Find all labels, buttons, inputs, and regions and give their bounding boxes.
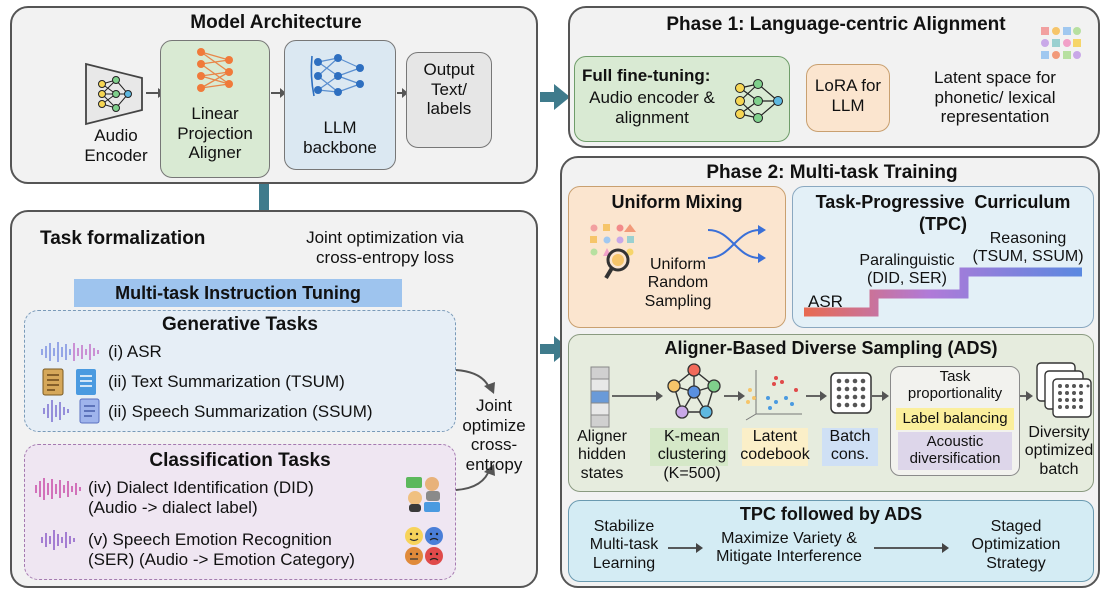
ads-label-balancing: Label balancing [902,410,1008,427]
step-stabilize: Stabilize Multi-task Learning [589,518,659,572]
llm-network-icon [310,54,364,97]
tpc-title: Task-Progressive Curriculum (TPC) [815,192,1071,234]
batch-highlight [822,428,878,466]
step-maximize: Maximize Variety & Mitigate Interference [716,530,862,566]
phase1-title: Phase 1: Language-centric Alignment [666,14,1006,35]
sampling-dots-icon [590,224,636,280]
tpc-ads-box [568,500,1094,582]
ads-task-proportionality: Task proportionality [907,368,1003,403]
arrow-ads-1 [612,391,663,401]
scatter-icon [745,370,802,421]
ads-hidden-states-label: Aligner hidden states [577,428,627,482]
multi-task-instruction-tuning-banner [74,279,402,307]
shuffle-icon [707,225,766,263]
full-fine-tuning-text: Audio encoder & alignment [589,88,715,127]
arrow-ads-2 [724,391,745,401]
llm-backbone-label: LLM backbone [303,118,377,157]
ads-title: Aligner-Based Diverse Sampling (ADS) [664,338,998,358]
arrow-step-1 [668,543,703,553]
speech-document-icon [43,398,100,424]
lora-label: LoRA for LLM [814,76,882,115]
waveform-icon [41,530,75,550]
waveform-icon [41,342,99,362]
kmean-highlight [650,428,728,466]
ads-acoustic-diversification: Acoustic diversification [909,433,1001,468]
ads-codebook-label: Latent codebook [740,428,810,464]
gen-task-ssum: (ii) Speech Summarization (SSUM) [108,402,373,421]
arrow-ads-4 [872,391,889,401]
joint-optimization-text: Joint optimization via cross-entropy los… [306,228,464,267]
task-formalization-title: Task formalization [40,228,206,249]
gen-task-tsum: (ii) Text Summarization (TSUM) [108,372,345,391]
phase2-title: Phase 2: Multi-task Training [706,162,958,183]
emotion-faces-icon [405,527,443,565]
latent-space-text: Latent space for phonetic/ lexical repre… [934,68,1056,127]
gen-task-asr: (i) ASR [108,342,162,361]
cls-task-ser: (v) Speech Emotion Recognition (SER) (Au… [88,530,355,569]
audio-encoder-icon [85,62,143,126]
llm-backbone-box [284,40,396,170]
arrow-aligner-to-llm [271,88,286,98]
linear-projection-aligner-box [160,40,270,178]
ads-kmean-label: K-mean clustering (K=500) [657,428,727,482]
tpc-reasoning-label: Reasoning (TSUM, SSUM) [972,230,1084,266]
classification-tasks-title: Classification Tasks [149,450,331,471]
model-architecture-title: Model Architecture [190,12,362,33]
waveform-icon [17,79,75,109]
lora-box [806,64,890,132]
grid-shapes-icon [1041,27,1081,59]
network-icon [735,79,783,123]
curriculum-staircase [804,267,1082,317]
stacked-batches-icon [1036,362,1092,418]
label-balancing-highlight [896,408,1014,430]
arrow-llm-to-output [397,88,408,98]
ads-output-label: Diversity optimized batch [1024,424,1094,478]
tpc-asr-label: ASR [808,292,843,311]
batch-grid-icon [830,372,872,414]
people-chat-icon [406,477,440,512]
aligner-label: Linear Projection Aligner [177,104,253,163]
tpc-box [792,186,1094,328]
codebook-highlight [742,428,808,466]
arrow-arch-to-phase1 [540,84,570,110]
tpc-ads-title: TPC followed by ADS [739,504,923,524]
tpc-paralinguistic-label: Paralinguistic (DID, SER) [859,252,955,288]
generative-tasks-title: Generative Tasks [162,314,318,335]
audio-encoder-label: Audio Encoder [84,126,148,165]
document-icon [42,368,96,396]
aligner-network-icon [197,48,233,92]
arrow-ads-5 [1020,391,1033,401]
acoustic-highlight [898,432,1012,470]
arrow-ads-3 [806,391,827,401]
clustering-icon [667,363,721,419]
output-label: Output Text/ labels [423,60,475,119]
uniform-mixing-title: Uniform Mixing [611,192,743,212]
multi-task-instruction-tuning-label: Multi-task Instruction Tuning [115,283,361,303]
ads-batch-label: Batch cons. [829,428,871,464]
cls-task-did: (iv) Dialect Identification (DID) (Audio… [88,478,314,517]
classification-tasks-box [24,444,456,580]
hidden-states-icon [590,366,610,428]
joint-optimize-arrows [455,369,495,491]
full-fine-tuning-title: Full fine-tuning: [582,66,711,85]
step-staged: Staged Optimization Strategy [971,518,1061,572]
joint-optimize-text: Joint optimize cross- entropy [462,396,526,474]
arrow-step-2 [874,543,949,553]
output-box [406,52,492,148]
uniform-random-sampling-text: Uniform Random Sampling [644,256,712,310]
waveform-icon [35,478,81,500]
